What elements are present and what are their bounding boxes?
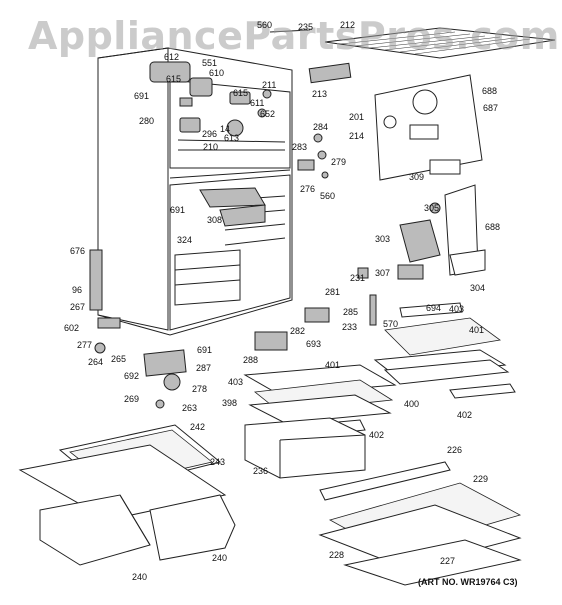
part-label-304[interactable]: 304 — [470, 283, 486, 293]
part-label-277[interactable]: 277 — [77, 340, 93, 350]
part-label-287[interactable]: 287 — [196, 363, 212, 373]
wire-shelf — [269, 27, 556, 84]
part-label-402[interactable]: 402 — [457, 410, 473, 420]
control-parts — [149, 61, 272, 137]
part-label-229[interactable]: 229 — [473, 474, 489, 484]
part-label-233[interactable]: 233 — [342, 322, 358, 332]
part-label-264[interactable]: 264 — [88, 357, 104, 367]
part-label-676[interactable]: 676 — [70, 246, 86, 256]
part-label-276[interactable]: 276 — [300, 184, 316, 194]
part-label-235[interactable]: 235 — [298, 22, 314, 32]
part-label-560[interactable]: 560 — [320, 191, 336, 201]
part-label-296[interactable]: 296 — [202, 129, 218, 139]
part-label-265[interactable]: 265 — [111, 354, 127, 364]
part-label-688[interactable]: 688 — [485, 222, 501, 232]
part-label-309[interactable]: 309 — [409, 172, 425, 182]
part-label-285[interactable]: 285 — [343, 307, 359, 317]
part-label-324[interactable]: 324 — [177, 235, 193, 245]
part-label-403[interactable]: 403 — [228, 377, 244, 387]
part-label-282[interactable]: 282 — [290, 326, 306, 336]
part-label-688[interactable]: 688 — [482, 86, 498, 96]
part-label-281[interactable]: 281 — [325, 287, 341, 297]
part-label-213[interactable]: 213 — [312, 89, 328, 99]
part-label-280[interactable]: 280 — [139, 116, 155, 126]
part-label-652[interactable]: 652 — [260, 109, 276, 119]
part-label-551[interactable]: 551 — [202, 58, 218, 68]
part-label-236[interactable]: 236 — [253, 466, 269, 476]
part-label-243[interactable]: 243 — [210, 457, 226, 467]
part-label-615[interactable]: 615 — [233, 88, 249, 98]
part-label-96[interactable]: 96 — [72, 285, 83, 295]
part-label-263[interactable]: 263 — [182, 403, 198, 413]
part-label-240[interactable]: 240 — [212, 553, 228, 563]
part-label-691[interactable]: 691 — [197, 345, 213, 355]
part-label-693[interactable]: 693 — [306, 339, 322, 349]
glass-shelves — [243, 302, 516, 437]
part-label-611[interactable]: 611 — [250, 98, 265, 108]
part-label-242[interactable]: 242 — [190, 422, 206, 432]
part-label-288[interactable]: 288 — [243, 355, 259, 365]
part-label-398[interactable]: 398 — [222, 398, 238, 408]
part-label-227[interactable]: 227 — [440, 556, 456, 566]
part-label-240[interactable]: 240 — [132, 572, 148, 582]
part-label-284[interactable]: 284 — [313, 122, 329, 132]
part-label-308[interactable]: 308 — [207, 215, 223, 225]
part-label-212[interactable]: 212 — [340, 20, 356, 30]
part-label-267[interactable]: 267 — [70, 302, 86, 312]
part-label-210[interactable]: 210 — [203, 142, 219, 152]
part-label-403[interactable]: 403 — [449, 304, 465, 314]
part-label-560[interactable]: 560 — [257, 20, 273, 30]
part-label-269[interactable]: 269 — [124, 394, 140, 404]
part-label-278[interactable]: 278 — [192, 384, 208, 394]
part-label-226[interactable]: 226 — [447, 445, 463, 455]
part-label-694[interactable]: 694 — [426, 303, 442, 313]
part-label-602[interactable]: 602 — [64, 323, 80, 333]
part-label-214[interactable]: 214 — [349, 131, 365, 141]
part-label-610[interactable]: 610 — [209, 68, 225, 78]
part-label-303[interactable]: 303 — [375, 234, 391, 244]
part-label-279[interactable]: 279 — [331, 157, 347, 167]
part-label-211[interactable]: 211 — [262, 80, 277, 90]
part-label-305[interactable]: 305 — [424, 203, 440, 213]
cabinet — [97, 47, 293, 336]
side-hardware — [89, 133, 330, 409]
part-label-14[interactable]: 14 — [220, 124, 231, 134]
part-label-692[interactable]: 692 — [124, 371, 140, 381]
part-label-201[interactable]: 201 — [349, 112, 365, 122]
crisper-drawer — [244, 417, 366, 479]
part-label-401[interactable]: 401 — [325, 360, 341, 370]
dispenser-parts — [357, 184, 486, 326]
part-label-691[interactable]: 691 — [134, 91, 150, 101]
part-label-402[interactable]: 402 — [369, 430, 385, 440]
part-label-307[interactable]: 307 — [375, 268, 391, 278]
part-label-228[interactable]: 228 — [329, 550, 345, 560]
lower-shelf — [318, 461, 522, 586]
part-label-615[interactable]: 615 — [166, 74, 182, 84]
part-label-613[interactable]: 613 — [224, 133, 240, 143]
part-label-570[interactable]: 570 — [383, 319, 399, 329]
part-label-400[interactable]: 400 — [404, 399, 420, 409]
art-number: (ART NO. WR19764 C3) — [418, 577, 518, 587]
part-label-687[interactable]: 687 — [483, 103, 499, 113]
part-label-691[interactable]: 691 — [170, 205, 186, 215]
part-label-283[interactable]: 283 — [292, 142, 308, 152]
part-label-231[interactable]: 231 — [350, 273, 366, 283]
evaporator-cover — [374, 74, 483, 181]
part-label-401[interactable]: 401 — [469, 325, 485, 335]
pan-assembly — [18, 424, 236, 566]
part-label-612[interactable]: 612 — [164, 52, 180, 62]
